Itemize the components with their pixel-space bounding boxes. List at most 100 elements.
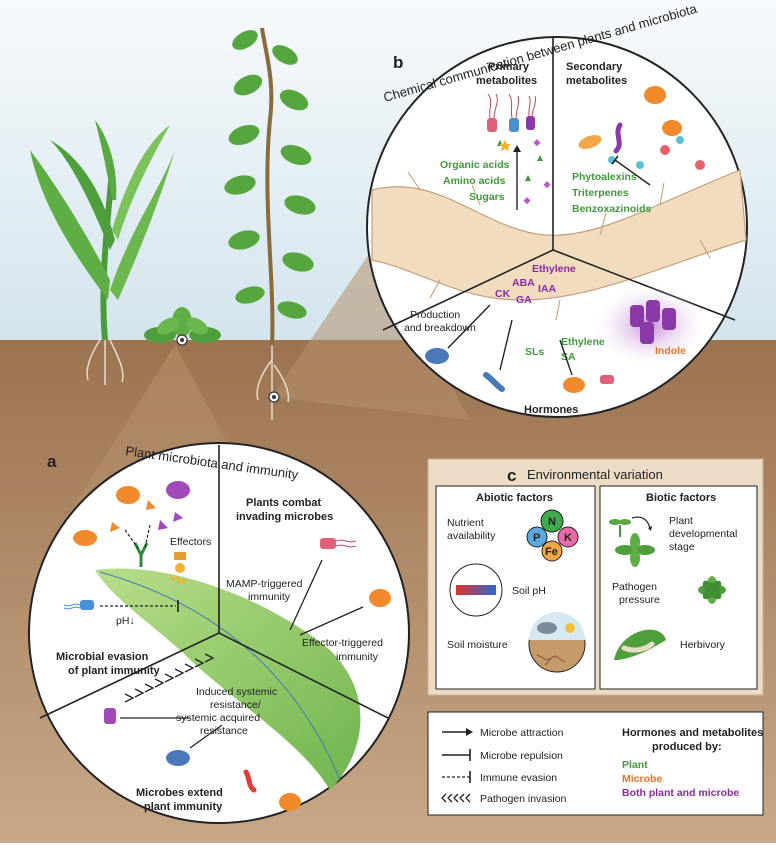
sa-repulsion bbox=[559, 339, 573, 376]
indole-microbes bbox=[630, 300, 676, 344]
producer-microbe: Microbe bbox=[622, 773, 662, 785]
extend-red-microbe bbox=[243, 769, 257, 793]
pathogen-rosette-icon bbox=[698, 576, 726, 604]
secondary-microbes bbox=[578, 86, 705, 186]
panel-b-letter: b bbox=[393, 53, 403, 72]
extend-orange-microbe bbox=[279, 793, 301, 811]
production-label-2: and breakdown bbox=[404, 322, 476, 334]
hormone-iaa: IAA bbox=[538, 283, 557, 295]
hormone-ethylene: Ethylene bbox=[532, 263, 576, 275]
divider-a-left bbox=[39, 632, 220, 719]
ph-microbe-flagella bbox=[63, 603, 81, 610]
hormone-sa: SA bbox=[561, 351, 576, 363]
panel-c-letter: c bbox=[507, 466, 516, 485]
isr-label-3: systemic acquired bbox=[176, 712, 260, 724]
hormone-aba: ABA bbox=[512, 277, 535, 289]
sls-microbe bbox=[483, 372, 505, 392]
soil-cracks bbox=[536, 654, 566, 666]
eti-repulsion bbox=[299, 606, 364, 636]
hormones-heading: Hormones bbox=[524, 404, 578, 416]
isr-label-2: resistance/ bbox=[210, 699, 261, 711]
panel-a-letter: a bbox=[47, 452, 57, 471]
soil-ph-label: Soil pH bbox=[512, 585, 546, 597]
stage-label-1: Plant bbox=[669, 515, 693, 527]
nutrient-circles bbox=[526, 509, 579, 562]
extend-attraction bbox=[189, 724, 223, 749]
stage-label-2: developmental bbox=[669, 528, 737, 540]
ph-microbe bbox=[80, 600, 94, 610]
extend-label-1: Microbes extend bbox=[136, 787, 223, 799]
primary-heading-1: Primary bbox=[488, 61, 530, 73]
primary-heading-2: metabolites bbox=[476, 75, 537, 87]
panel-a: a Plant microbiota and immunity Effector… bbox=[28, 442, 410, 824]
primary-microbes bbox=[487, 93, 551, 205]
secondary-item-phytoalexins: Phytoalexins bbox=[572, 171, 637, 183]
isr-label-1: Induced systemic bbox=[196, 686, 277, 698]
primary-item-amino-acids: Amino acids bbox=[443, 175, 506, 187]
nutrient-n: N bbox=[548, 516, 556, 528]
pathogen-label-2: pressure bbox=[619, 594, 660, 606]
root-band bbox=[371, 169, 747, 301]
nutrient-label-2: availability bbox=[447, 530, 496, 542]
blue-microbe bbox=[425, 348, 449, 364]
effectors-label: Effectors bbox=[170, 536, 211, 548]
legend-invasion-chevrons bbox=[441, 793, 471, 803]
corn-plant bbox=[30, 120, 175, 385]
pathogen-label-1: Pathogen bbox=[612, 581, 657, 593]
nutrient-label-1: Nutrient bbox=[447, 517, 484, 529]
produced-heading-1: Hormones and metabolites bbox=[622, 727, 763, 739]
divider-left bbox=[382, 249, 554, 331]
producer-both: Both plant and microbe bbox=[622, 787, 739, 799]
producer-plant: Plant bbox=[622, 759, 648, 771]
hormone-ethylene-2: Ethylene bbox=[561, 336, 605, 348]
secondary-item-benzoxazinoids: Benzoxazinoids bbox=[572, 203, 652, 215]
herbivory-icon bbox=[614, 629, 666, 660]
production-label-1: Production bbox=[410, 309, 460, 321]
root-hairs bbox=[407, 171, 711, 321]
leaf bbox=[95, 568, 361, 790]
isr-label-4: resistance bbox=[200, 725, 248, 737]
herbivory-label: Herbivory bbox=[680, 639, 726, 651]
sls-label: SLs bbox=[525, 346, 544, 358]
abiotic-heading: Abiotic factors bbox=[476, 492, 553, 504]
divider-right bbox=[552, 249, 736, 321]
eti-label-1: Effector-triggered bbox=[302, 637, 383, 649]
red-microbe-b bbox=[600, 375, 614, 384]
panel-c-title: Environmental variation bbox=[527, 467, 663, 482]
zoom-cone-b bbox=[272, 245, 470, 420]
ph-label: pH↓ bbox=[116, 615, 135, 627]
combat-label-1: Plants combat bbox=[246, 497, 322, 509]
secondary-heading-2: metabolites bbox=[566, 75, 627, 87]
eti-microbe bbox=[369, 589, 391, 607]
mamp-flagella bbox=[335, 539, 357, 548]
mamp-label-1: MAMP-triggered bbox=[226, 578, 303, 590]
legend-evasion: Immune evasion bbox=[480, 772, 557, 784]
invasion-chevrons bbox=[124, 653, 215, 703]
divider-a-right bbox=[218, 632, 389, 719]
legend-attraction-head bbox=[466, 728, 473, 736]
produced-heading-2: produced by: bbox=[652, 741, 722, 753]
rosette-plant bbox=[144, 307, 221, 346]
seedling-icon bbox=[609, 516, 655, 567]
legend-box bbox=[427, 711, 764, 816]
panel-c: c Environmental variation Abiotic factor… bbox=[427, 458, 764, 696]
mamp-label-2: immunity bbox=[248, 591, 291, 603]
evasion-microbes bbox=[73, 481, 190, 584]
nutrient-fe: Fe bbox=[545, 546, 558, 558]
sls-arrow bbox=[499, 319, 513, 371]
evasion-label-1: Microbial evasion bbox=[56, 651, 149, 663]
soil-ph-bar bbox=[456, 585, 496, 595]
legend-invasion: Pathogen invasion bbox=[480, 793, 567, 805]
stage-label-3: stage bbox=[669, 541, 695, 553]
nutrient-k: K bbox=[564, 532, 572, 544]
extend-label-2: plant immunity bbox=[144, 801, 223, 813]
sun-icon bbox=[565, 623, 575, 633]
legend-attraction: Microbe attraction bbox=[480, 727, 564, 739]
secondary-heading-1: Secondary bbox=[566, 61, 623, 73]
primary-arrowhead bbox=[513, 145, 521, 152]
legend-repulsion: Microbe repulsion bbox=[480, 750, 563, 762]
biotic-heading: Biotic factors bbox=[646, 492, 716, 504]
nutrient-p: P bbox=[533, 532, 540, 544]
